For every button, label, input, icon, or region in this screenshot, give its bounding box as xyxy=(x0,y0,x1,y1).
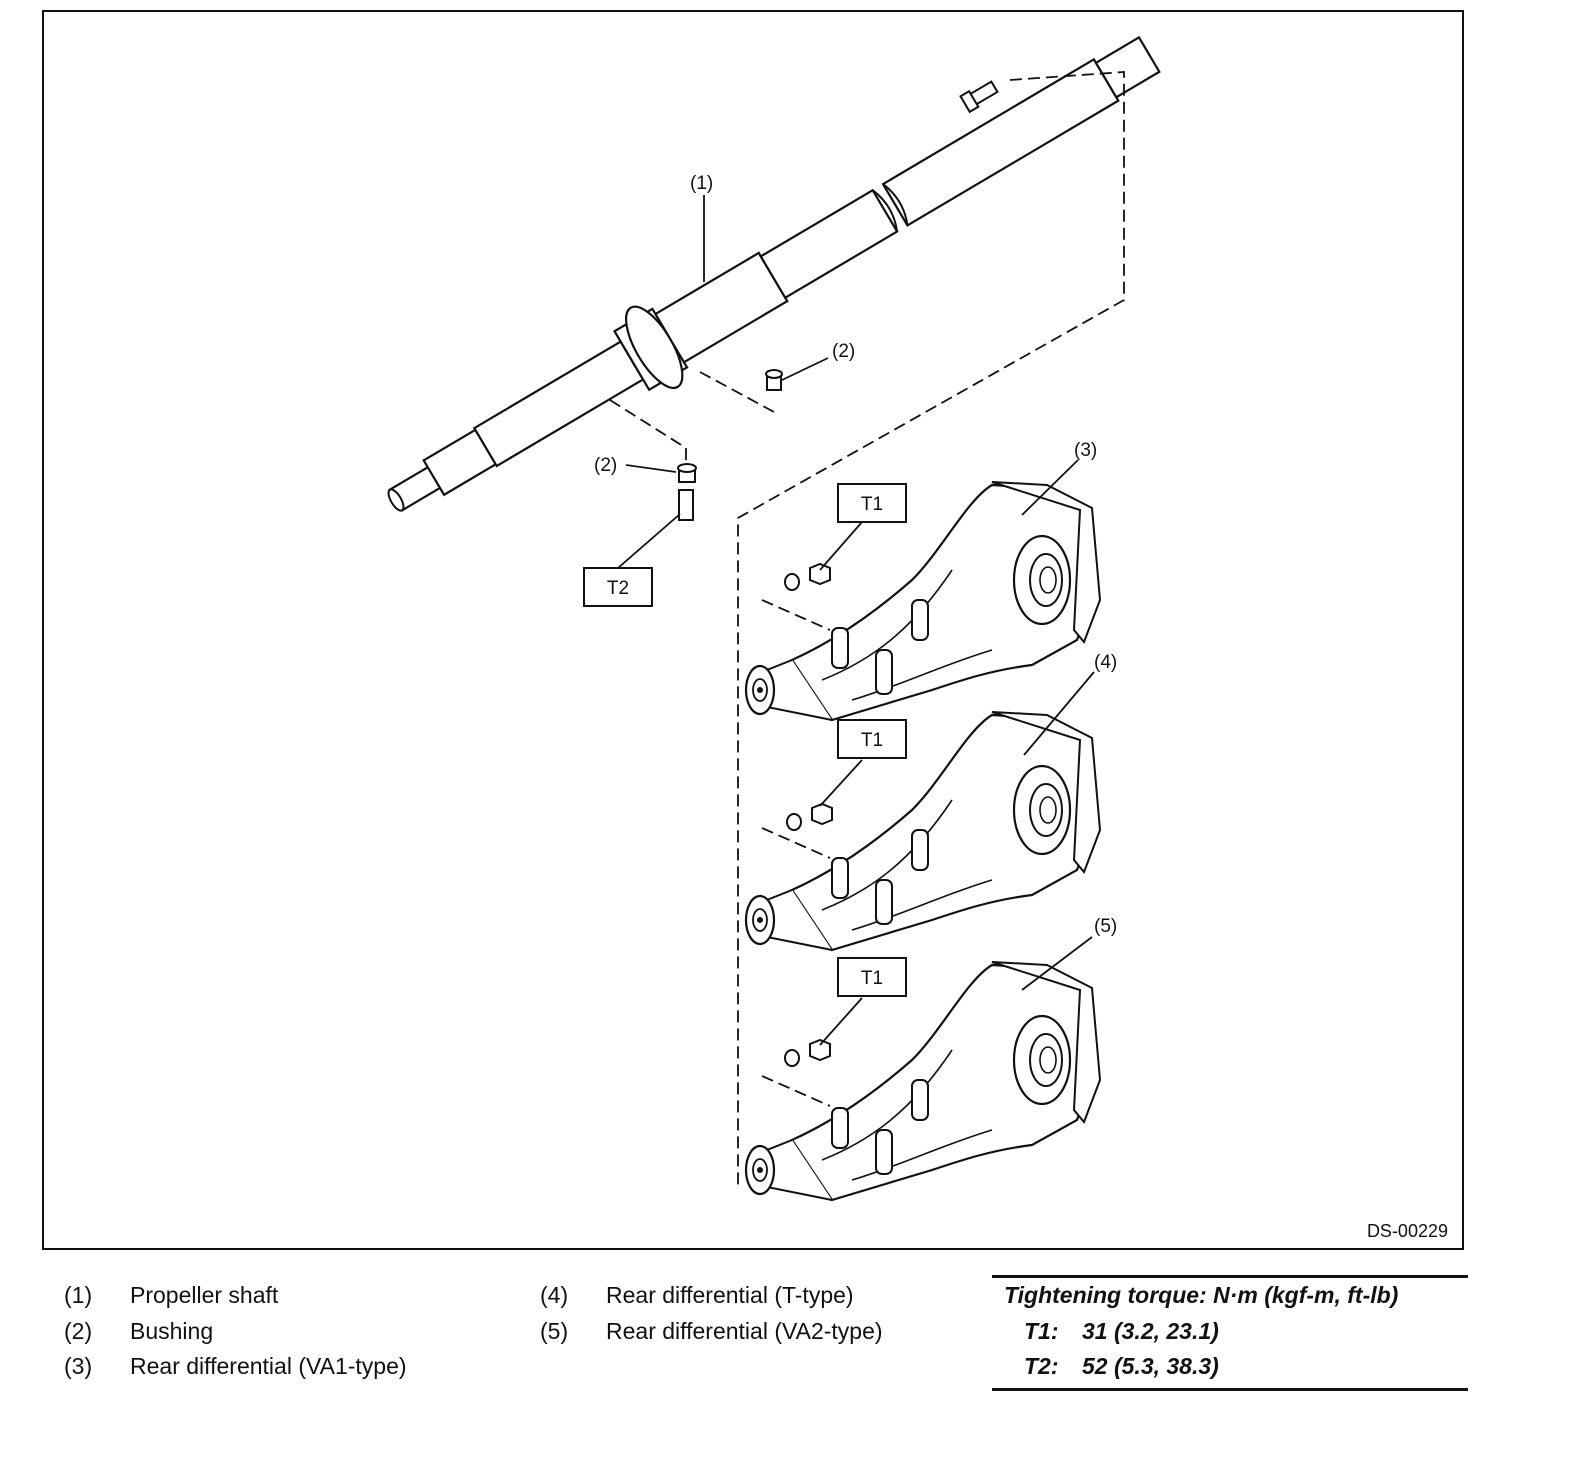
svg-text:T1: T1 xyxy=(861,494,883,515)
torque-box-t1-b: T1 xyxy=(837,719,907,759)
rear-differential-va2 xyxy=(744,960,1102,1202)
torque-title: Tightening torque: N·m (kgf-m, ft-lb) xyxy=(1004,1282,1399,1308)
figure-id: DS-00229 xyxy=(1366,1221,1448,1241)
svg-text:T2: T2 xyxy=(607,578,629,599)
callout-3: (3) xyxy=(1074,440,1097,461)
torque-box-t2: T2 xyxy=(583,567,653,607)
callout-2-lower: (2) xyxy=(594,455,617,476)
tightening-torque-table: Tightening torque: N·m (kgf-m, ft-lb) T1… xyxy=(992,1275,1468,1391)
torque-box-t1-a: T1 xyxy=(837,483,907,523)
svg-text:T1: T1 xyxy=(861,968,883,989)
rear-differential-va1 xyxy=(744,480,1102,722)
diagram-frame: DS-00229 xyxy=(42,10,1464,1250)
rear-differential-t xyxy=(744,710,1102,952)
torque-box-t1-c: T1 xyxy=(837,957,907,997)
propeller-shaft xyxy=(387,35,1161,521)
callout-4: (4) xyxy=(1094,652,1117,673)
nut-washer-2 xyxy=(786,803,833,831)
assembly-lines xyxy=(609,71,1125,1188)
callout-5: (5) xyxy=(1094,916,1117,937)
callout-1: (1) xyxy=(690,173,713,194)
nut-washer-1 xyxy=(784,563,831,591)
nut-washer-3 xyxy=(784,1039,831,1067)
callout-2-upper: (2) xyxy=(832,341,855,362)
svg-text:T1: T1 xyxy=(861,730,883,751)
